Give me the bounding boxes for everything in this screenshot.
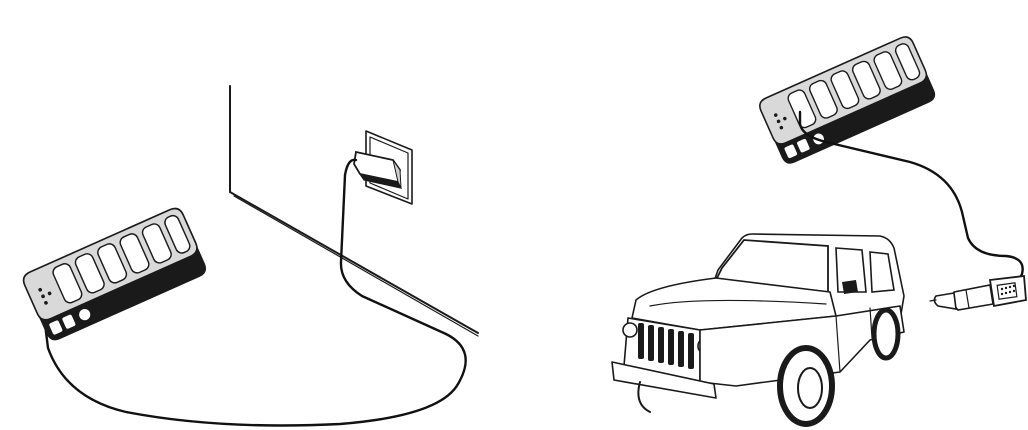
wall-outlet-icon [354, 131, 412, 204]
car-icon [612, 234, 904, 424]
car-charger-plug-icon [930, 276, 1026, 310]
wall-charging-panel [21, 86, 478, 426]
car-charging-panel [612, 34, 1026, 424]
wall-corner [230, 86, 478, 336]
power-bank-icon [21, 206, 209, 344]
